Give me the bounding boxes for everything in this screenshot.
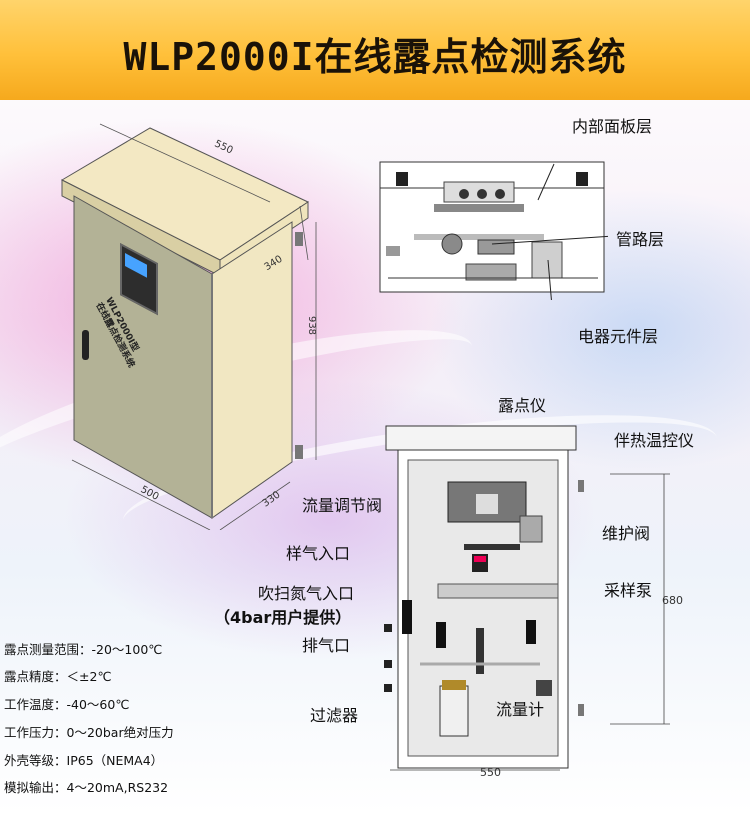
label-flow-regulating-valve: 流量调节阀 [302, 496, 383, 515]
label-sample-inlet: 样气入口 [286, 544, 351, 563]
cabinet-illustration [60, 123, 317, 530]
label-exhaust: 排气口 [302, 636, 351, 655]
spec-value: 0～20bar绝对压力 [66, 725, 174, 740]
spec-label: 外壳等级： [4, 753, 67, 768]
dimension-height: 938 [306, 315, 318, 336]
spec-label: 工作压力： [4, 725, 67, 740]
spec-label: 模拟输出： [4, 780, 67, 795]
door-diagram [384, 425, 670, 771]
label-piping: 管路层 [616, 230, 665, 249]
spec-value: 4～20mA,RS232 [66, 780, 169, 795]
label-maintenance-valve: 维护阀 [602, 524, 651, 543]
spec-row: 工作压力：0～20bar绝对压力 [4, 722, 174, 741]
label-flow-meter: 流量计 [496, 700, 545, 719]
spec-row: 外壳等级：IP65（NEMA4） [4, 750, 163, 769]
spec-label: 露点测量范围： [4, 642, 92, 657]
label-heat-trace-controller: 伴热温控仪 [614, 431, 695, 450]
label-dewpoint-meter: 露点仪 [498, 396, 547, 415]
page-title: WLP2000I在线露点检测系统 [123, 35, 627, 79]
header-banner [0, 0, 750, 100]
spec-value: -40～60℃ [66, 697, 130, 712]
label-sampling-pump: 采样泵 [604, 581, 653, 600]
label-purge-inlet: 吹扫氮气入口 [258, 584, 355, 603]
cabinet-handle [82, 330, 89, 360]
layer-diagram [379, 161, 608, 300]
spec-row: 露点测量范围：-20～100℃ [4, 639, 162, 658]
spec-row: 模拟输出：4～20mA,RS232 [4, 777, 168, 796]
spec-row: 露点精度：＜±2℃ [4, 666, 111, 685]
label-electrical: 电器元件层 [578, 327, 659, 346]
label-purge-note: （4bar用户提供） [214, 608, 352, 627]
spec-label: 工作温度： [4, 697, 67, 712]
spec-value: IP65（NEMA4） [66, 753, 164, 768]
spec-label: 露点精度： [4, 669, 67, 684]
dimension-door-height: 680 [662, 594, 683, 607]
spec-row: 工作温度：-40～60℃ [4, 694, 129, 713]
spec-value: ＜±2℃ [66, 669, 112, 684]
label-inner-panel: 内部面板层 [572, 117, 653, 136]
spec-value: -20～100℃ [91, 642, 163, 657]
dimension-door-width: 550 [480, 766, 501, 779]
label-filter: 过滤器 [310, 706, 359, 725]
